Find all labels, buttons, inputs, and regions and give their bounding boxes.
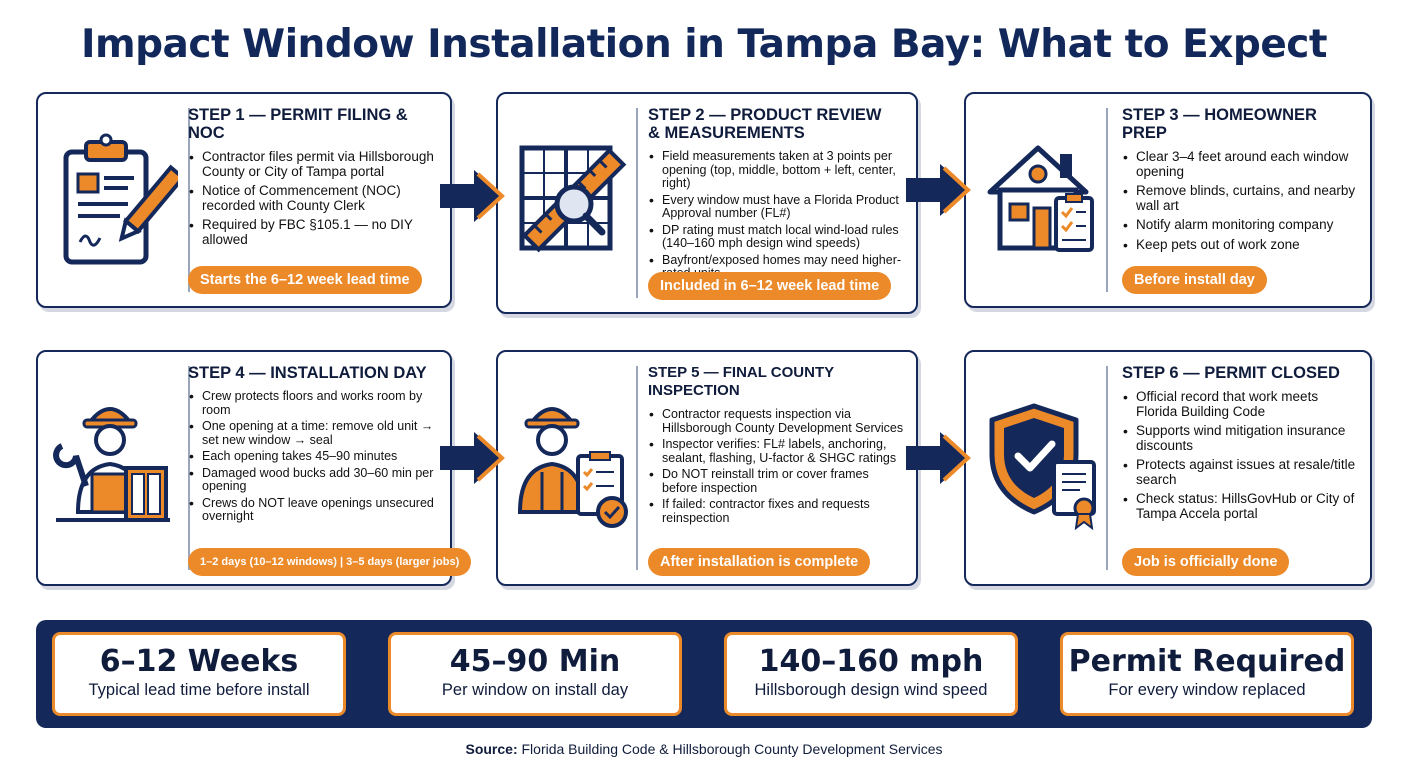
stat-card: 6–12 Weeks Typical lead time before inst… xyxy=(52,632,346,716)
arrow-right-icon xyxy=(440,170,505,222)
list-item: Keep pets out of work zone xyxy=(1122,237,1357,253)
arrow-right-icon xyxy=(906,432,971,484)
stat-card: 140–160 mph Hillsborough design wind spe… xyxy=(724,632,1018,716)
list-item: Contractor requests inspection via Hills… xyxy=(648,407,906,435)
list-item: One opening at a time: remove old unit →… xyxy=(188,419,450,447)
list-item: Supports wind mitigation insurance disco… xyxy=(1122,423,1360,453)
step-4-card: STEP 4 — INSTALLATION DAY Crew protects … xyxy=(36,350,472,586)
arrow-right-icon xyxy=(906,164,971,216)
step-title: STEP 5 — FINAL COUNTY INSPECTION xyxy=(648,364,834,399)
stat-card: Permit Required For every window replace… xyxy=(1060,632,1354,716)
inspector-checklist-icon xyxy=(508,382,638,552)
list-item: Protects against issues at resale/title … xyxy=(1122,457,1360,487)
list-item: Notice of Commencement (NOC) recorded wi… xyxy=(188,183,448,213)
stats-banner: 6–12 Weeks Typical lead time before inst… xyxy=(36,620,1372,728)
step-3-card: STEP 3 — HOMEOWNER PREP Clear 3–4 feet a… xyxy=(964,92,1372,308)
source-note: Source: Florida Building Code & Hillsbor… xyxy=(0,741,1408,757)
source-label: Source: xyxy=(465,741,518,757)
list-item: Check status: HillsGovHub or City of Tam… xyxy=(1122,491,1360,521)
page-title: Impact Window Installation in Tampa Bay:… xyxy=(80,22,1328,67)
list-item: Required by FBC §105.1 — no DIY allowed xyxy=(188,217,448,247)
list-item: DP rating must match local wind-load rul… xyxy=(648,223,910,251)
list-item: Clear 3–4 feet around each window openin… xyxy=(1122,149,1357,179)
stat-label: Typical lead time before install xyxy=(88,681,310,699)
step-title: STEP 1 — PERMIT FILING & NOC xyxy=(188,106,408,142)
stat-value: Permit Required xyxy=(1068,644,1346,679)
step-6-card: STEP 6 — PERMIT CLOSED Official record t… xyxy=(964,350,1372,586)
step-timing-badge: After installation is complete xyxy=(648,548,871,576)
stat-label: Hillsborough design wind speed xyxy=(754,681,988,699)
step-title: STEP 4 — INSTALLATION DAY xyxy=(188,364,427,382)
list-item: Notify alarm monitoring company xyxy=(1122,217,1357,233)
list-item: Inspector verifies: FL# labels, anchorin… xyxy=(648,437,906,465)
stat-value: 140–160 mph xyxy=(758,644,984,679)
list-item: Field measurements taken at 3 points per… xyxy=(648,149,910,191)
list-item: Each opening takes 45–90 minutes xyxy=(188,449,450,464)
step-title: STEP 3 — HOMEOWNER PREP xyxy=(1122,106,1317,142)
list-item: Crew protects floors and works room by r… xyxy=(188,389,450,417)
step-1-card: STEP 1 — PERMIT FILING & NOC Contractor … xyxy=(36,92,452,308)
shield-certificate-icon xyxy=(976,382,1106,552)
list-item: If failed: contractor fixes and requests… xyxy=(648,497,906,525)
list-item: Damaged wood bucks add 30–60 min per ope… xyxy=(188,466,450,494)
step-timing-badge: Starts the 6–12 week lead time xyxy=(188,266,422,294)
step-timing-badge: 1–2 days (10–12 windows) | 3–5 days (lar… xyxy=(188,548,472,576)
step-timing-badge: Before install day xyxy=(1122,266,1267,294)
list-item: Every window must have a Florida Product… xyxy=(648,193,910,221)
stat-label: Per window on install day xyxy=(441,681,629,699)
stat-card: 45–90 Min Per window on install day xyxy=(388,632,682,716)
stat-label: For every window replaced xyxy=(1108,681,1306,699)
stat-value: 6–12 Weeks xyxy=(99,644,299,679)
arrow-right-icon xyxy=(440,432,505,484)
list-item: Official record that work meets Florida … xyxy=(1122,389,1360,419)
list-item: Do NOT reinstall trim or cover frames be… xyxy=(648,467,906,495)
window-ruler-magnifier-icon xyxy=(508,112,638,282)
stat-value: 45–90 Min xyxy=(449,644,621,679)
clipboard-pen-icon xyxy=(48,112,186,282)
list-item: Remove blinds, curtains, and nearby wall… xyxy=(1122,183,1357,213)
step-timing-badge: Job is officially done xyxy=(1122,548,1290,576)
step-title: STEP 2 — PRODUCT REVIEW & MEASUREMENTS xyxy=(648,106,882,142)
step-5-card: STEP 5 — FINAL COUNTY INSPECTION Contrac… xyxy=(496,350,918,586)
step-2-card: STEP 2 — PRODUCT REVIEW & MEASUREMENTS F… xyxy=(496,92,918,314)
source-text: Florida Building Code & Hillsborough Cou… xyxy=(521,741,943,757)
house-checklist-icon xyxy=(976,112,1106,282)
step-title: STEP 6 — PERMIT CLOSED xyxy=(1122,364,1340,382)
step-timing-badge: Included in 6–12 week lead time xyxy=(648,272,892,300)
worker-wrench-window-icon xyxy=(48,382,178,552)
list-item: Contractor files permit via Hillsborough… xyxy=(188,149,448,179)
list-item: Crews do NOT leave openings unsecured ov… xyxy=(188,496,450,524)
